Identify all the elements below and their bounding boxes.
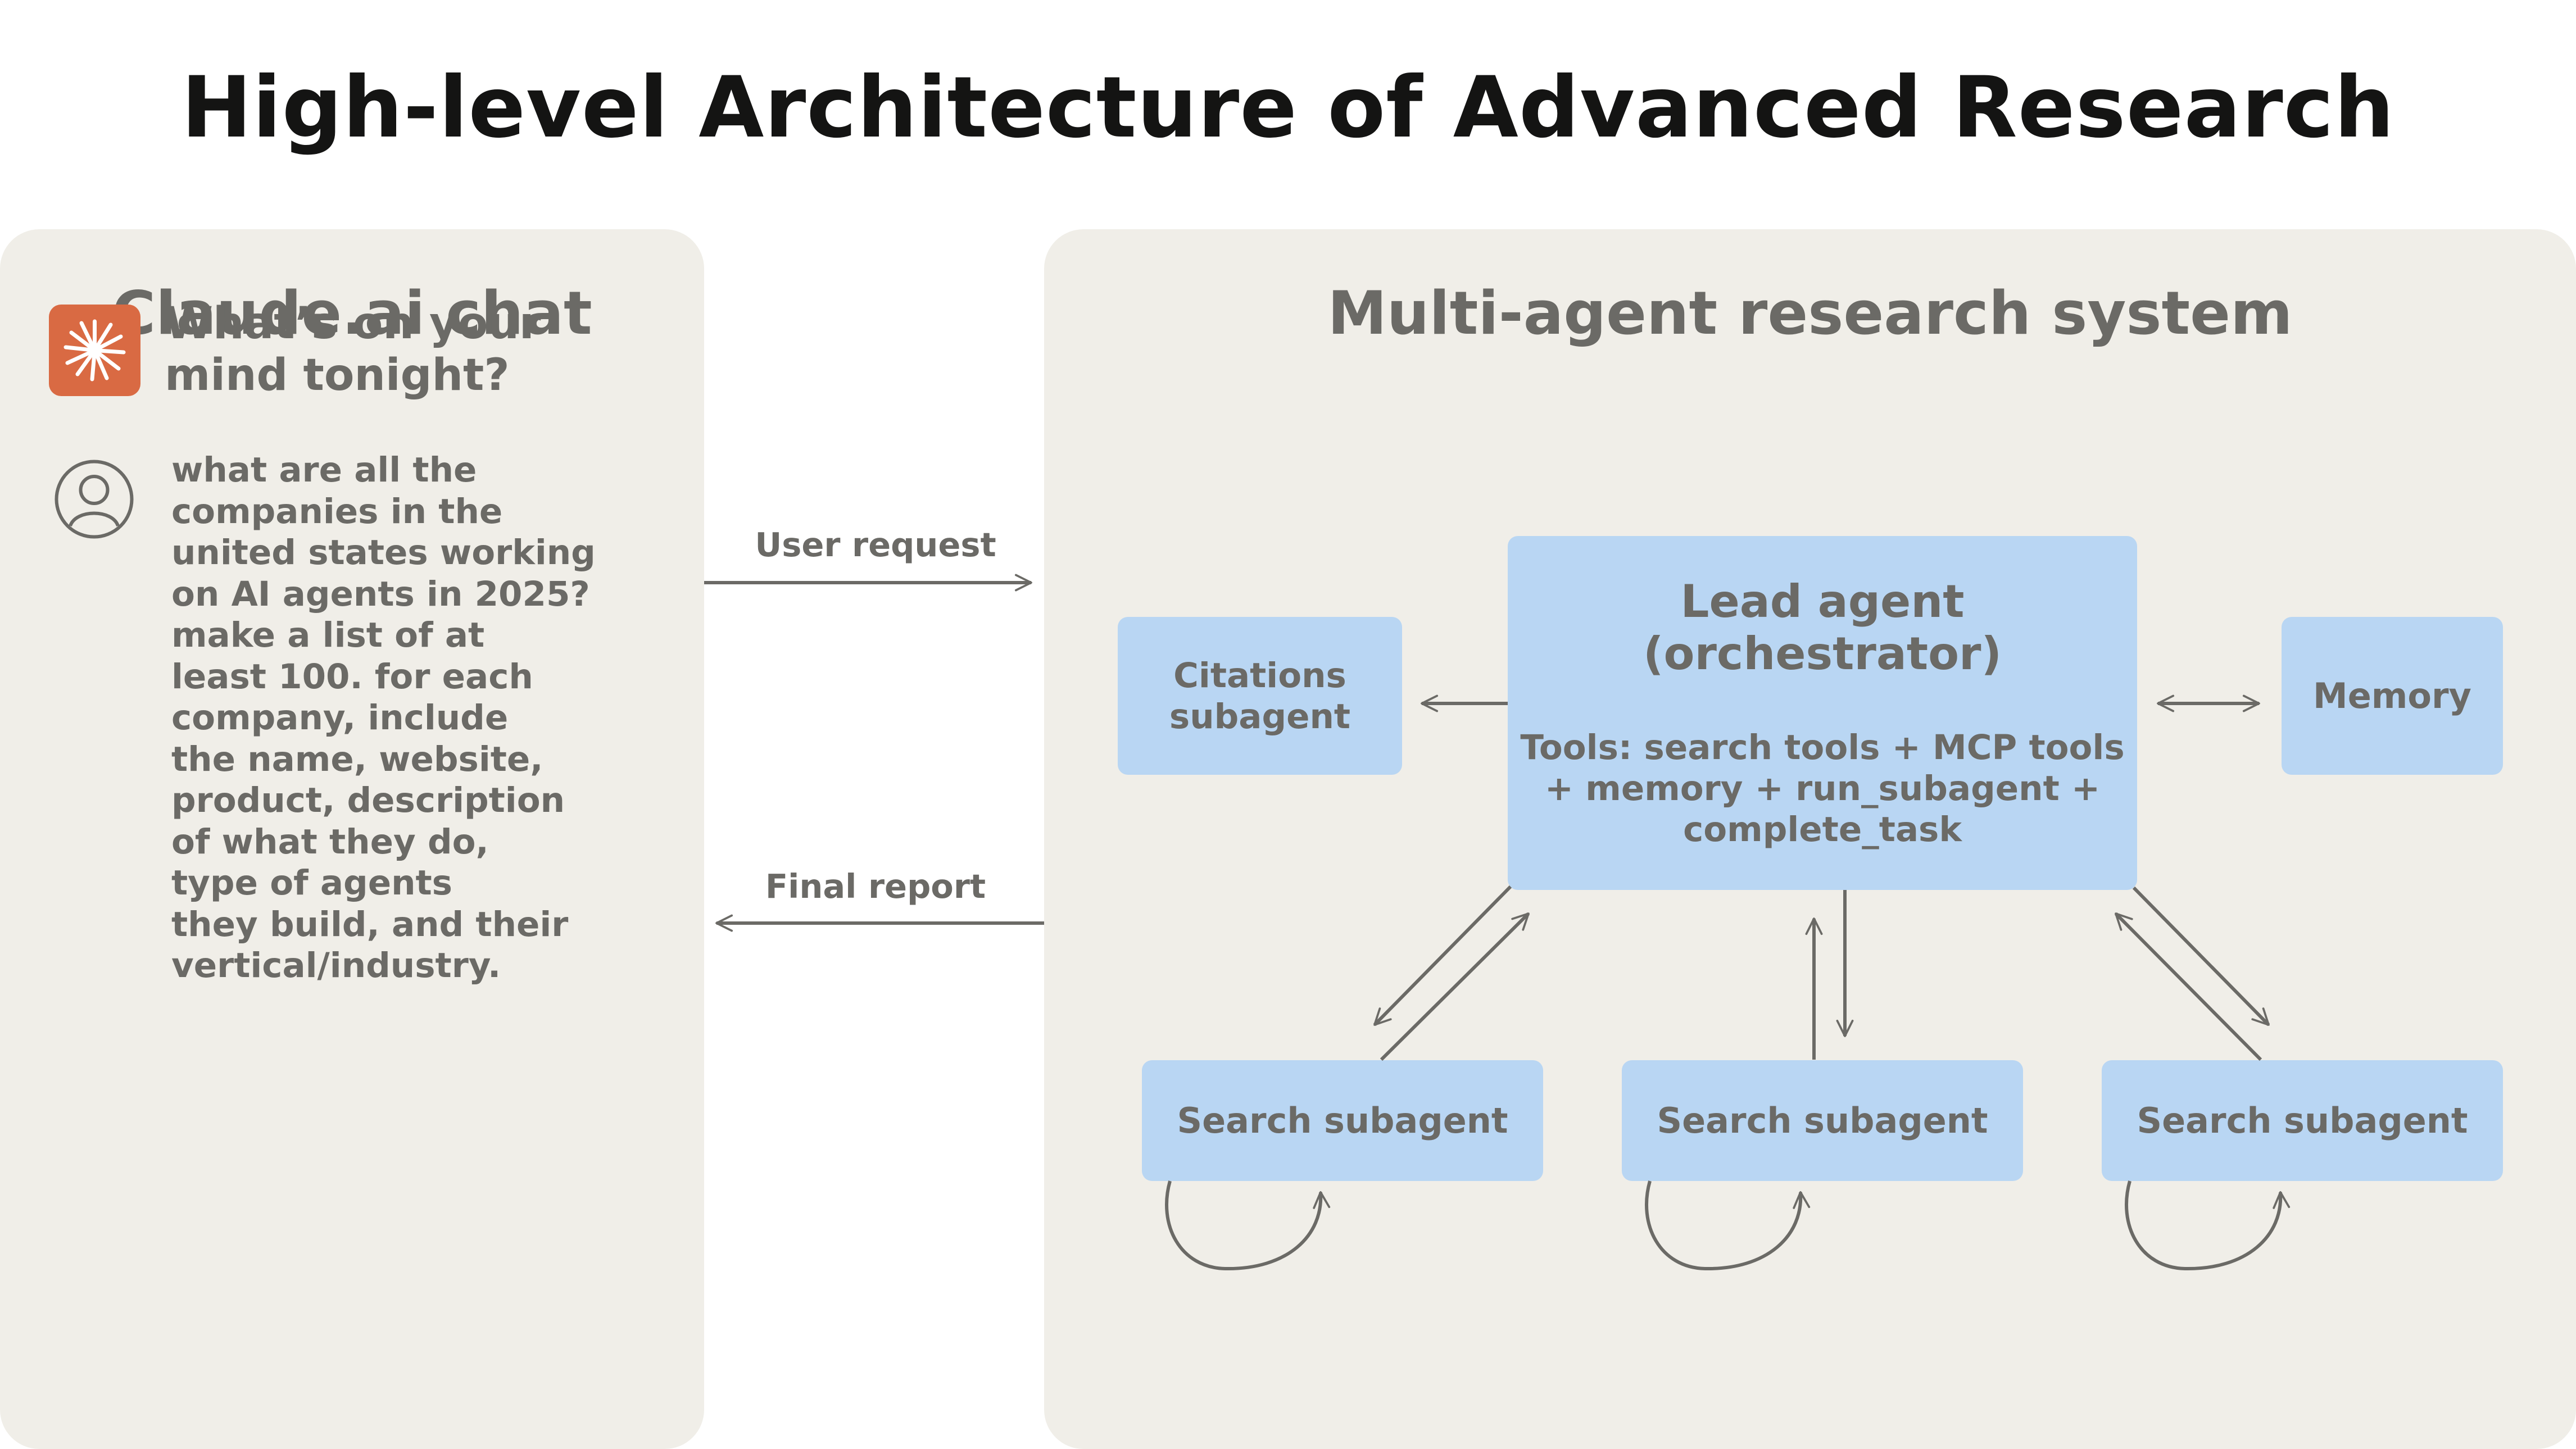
citations-subagent-box: Citations subagent <box>1118 617 1402 775</box>
search-subagent-box: Search subagent <box>2102 1060 2503 1181</box>
claude-starburst-icon <box>49 305 140 396</box>
claude-chat-panel: Claude.ai chat <box>0 229 704 1449</box>
lead-to-search1-arrow <box>1373 885 1512 1026</box>
user-query: what are all the companies in the united… <box>171 450 596 985</box>
search-subagent-box: Search subagent <box>1622 1060 2023 1181</box>
search3-loop-arrow <box>2125 1180 2291 1271</box>
memory-box: Memory <box>2282 617 2503 775</box>
final-report-label: Final report <box>765 867 986 906</box>
search1-to-lead-arrow <box>1380 912 1530 1061</box>
lead-to-search3-arrow <box>2132 886 2270 1026</box>
search-subagent-box: Search subagent <box>1142 1060 1543 1181</box>
chat-prompt: What’s on your mind tonight? <box>165 298 541 401</box>
user-request-label: User request <box>755 525 996 564</box>
search3-to-lead-arrow <box>2114 912 2262 1061</box>
search1-loop-arrow <box>1165 1180 1331 1271</box>
chat-panel-title: Claude.ai chat <box>112 279 592 348</box>
lead-agent-title: Lead agent (orchestrator) <box>1643 575 2002 680</box>
diagram-title: High-level Architecture of Advanced Rese… <box>181 59 2395 157</box>
lead-agent-tools: Tools: search tools + MCP tools + memory… <box>1520 728 2125 850</box>
lead-agent-box: Lead agent (orchestrator) Tools: search … <box>1508 536 2137 890</box>
user-avatar-icon <box>53 458 135 540</box>
search2-loop-arrow <box>1645 1180 1811 1271</box>
system-panel-title: Multi-agent research system <box>1327 279 2293 348</box>
